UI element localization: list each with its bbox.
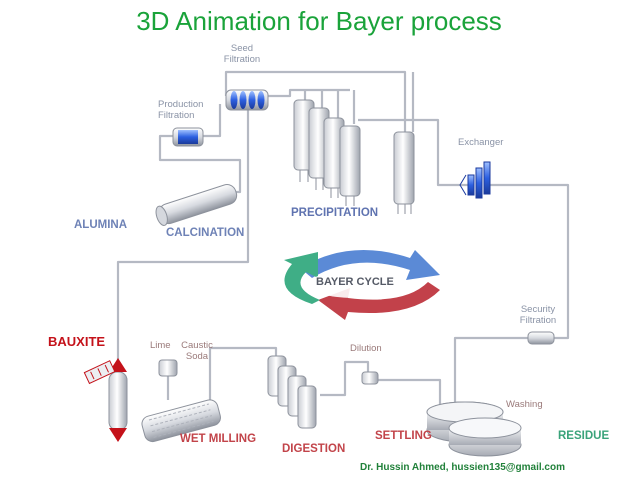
washing-label: Washing xyxy=(506,399,543,410)
bauxite-feed xyxy=(83,358,128,442)
exchanger-label: Exchanger xyxy=(458,137,504,148)
pipe-production-filtration xyxy=(200,104,222,138)
bauxite-label: BAUXITE xyxy=(48,334,106,349)
wet-milling-label: WET MILLING xyxy=(180,433,257,445)
precipitation-column xyxy=(393,131,415,214)
calcination-label: CALCINATION xyxy=(166,227,245,239)
caustic-soda-label: Caustic Soda xyxy=(180,340,214,362)
pipe-calcination-to-filtration xyxy=(158,134,242,194)
seed-filtration-line1: Seed xyxy=(230,43,254,54)
production-filtration-line1: Production xyxy=(158,99,204,110)
digestion-label: DIGESTION xyxy=(282,443,346,455)
caustic-soda-line1: Caustic xyxy=(181,340,213,351)
dilution-label: Dilution xyxy=(350,343,382,354)
caustic-soda-line2: Soda xyxy=(185,351,209,362)
pipe-security-to-settling xyxy=(453,336,528,405)
pipe-seed-to-precipitation xyxy=(268,88,350,98)
settling-washing-tanks xyxy=(426,401,522,457)
bayer-cycle-label: BAYER CYCLE xyxy=(316,276,394,288)
cycle-arrow-blue xyxy=(300,250,440,280)
pipe-precipitation-to-exchanger xyxy=(358,118,470,187)
digestion-tanks xyxy=(267,355,317,429)
security-filtration-label: Security Filtration xyxy=(515,304,561,326)
pipe-seed-filtration-top xyxy=(224,70,407,132)
security-filtration-unit xyxy=(527,331,555,345)
wet-milling-unit xyxy=(141,399,221,443)
lime-label: Lime xyxy=(150,340,171,351)
seed-filtration-unit xyxy=(225,89,269,111)
residue-label: RESIDUE xyxy=(558,430,610,442)
seed-filtration-line2: Filtration xyxy=(223,54,261,65)
calcination-kiln xyxy=(155,184,238,226)
precipitation-label: PRECIPITATION xyxy=(291,207,379,219)
pipe-digestion-to-dilution xyxy=(320,360,370,397)
author-credit: Dr. Hussin Ahmed, hussien135@gmail.com xyxy=(360,462,565,473)
production-filtration-line2: Filtration xyxy=(158,110,195,121)
page-title: 3D Animation for Bayer process xyxy=(136,6,502,36)
bayer-cycle-arrows xyxy=(284,250,440,320)
lime-tank xyxy=(158,359,178,377)
pipe-exchanger-to-security xyxy=(490,183,570,340)
pipe-dilution-to-settling xyxy=(378,378,442,405)
cycle-arrow-green xyxy=(284,252,320,304)
pipe-bauxite-to-calcination xyxy=(116,102,250,436)
security-filtration-line1: Security xyxy=(520,304,556,315)
production-filtration-label: Production Filtration xyxy=(158,99,208,121)
seed-filtration-label: Seed Filtration xyxy=(222,43,262,65)
alumina-label: ALUMINA xyxy=(74,219,128,231)
exchanger-unit xyxy=(459,161,491,199)
pipe-soda-to-digestion xyxy=(208,346,278,407)
pipe-precipitator-feeds xyxy=(303,90,356,124)
precipitation-tanks xyxy=(293,99,361,206)
dilution-tank xyxy=(361,371,379,385)
settling-label: SETTLING xyxy=(375,430,432,442)
security-filtration-line2: Filtration xyxy=(519,315,557,326)
production-filtration-unit xyxy=(172,127,204,147)
